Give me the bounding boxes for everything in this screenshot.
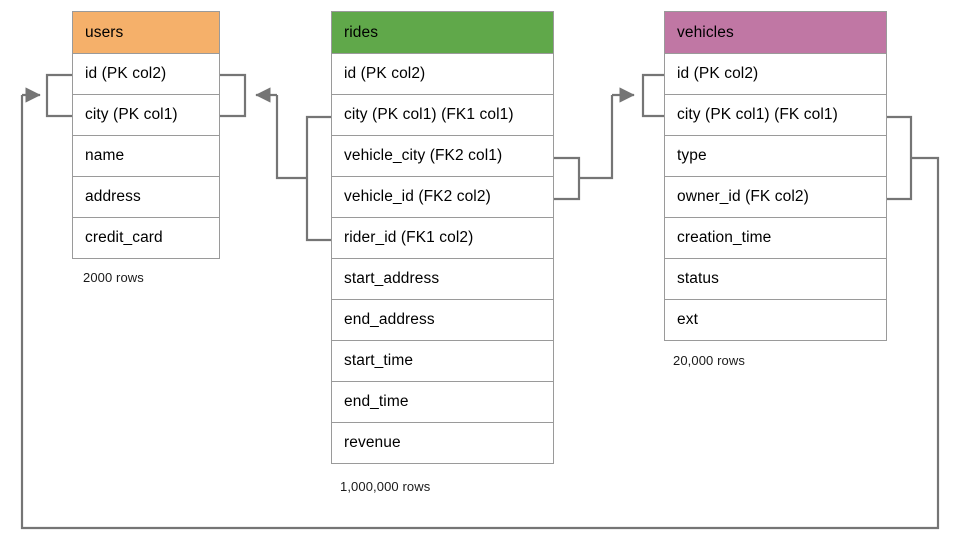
field-label: city (PK col1) — [85, 106, 178, 123]
connector-rides-vehicles-source-bracket — [554, 156, 581, 201]
table-header-rides: rides — [331, 11, 554, 54]
connector-vehicles-users-source-bracket — [887, 115, 913, 201]
connector-rides-users-source-bracket — [305, 115, 331, 242]
entity-table-vehicles[interactable]: vehicles id (PK col2) city (PK col1) (FK… — [664, 11, 887, 341]
connector-rides-vehicles-target-bracket — [641, 73, 664, 118]
field-label: revenue — [344, 434, 401, 451]
field-label: end_time — [344, 393, 409, 410]
field-rides-end-address[interactable]: end_address — [331, 300, 554, 341]
field-label: id (PK col2) — [344, 65, 426, 82]
connector-rides-vehicles-trunk — [579, 95, 614, 180]
field-label: id (PK col2) — [85, 65, 167, 82]
table-header-users: users — [72, 11, 220, 54]
field-users-city[interactable]: city (PK col1) — [72, 95, 220, 136]
table-title-rides: rides — [344, 23, 379, 41]
field-users-id[interactable]: id (PK col2) — [72, 54, 220, 95]
connector-vehicles-users-target-bracket — [45, 73, 72, 118]
table-title-users: users — [85, 23, 124, 41]
field-rides-vehicle-city[interactable]: vehicle_city (FK2 col1) — [331, 136, 554, 177]
entity-table-users[interactable]: users id (PK col2) city (PK col1) name a… — [72, 11, 220, 259]
field-label: type — [677, 147, 707, 164]
field-label: vehicle_id (FK2 col2) — [344, 188, 491, 205]
field-users-credit-card[interactable]: credit_card — [72, 218, 220, 259]
field-rides-id[interactable]: id (PK col2) — [331, 54, 554, 95]
field-vehicles-owner-id[interactable]: owner_id (FK col2) — [664, 177, 887, 218]
row-count-vehicles: 20,000 rows — [673, 353, 745, 368]
row-count-users: 2000 rows — [83, 270, 144, 285]
connector-rides-users-trunk — [275, 95, 307, 180]
field-vehicles-creation-time[interactable]: creation_time — [664, 218, 887, 259]
field-users-address[interactable]: address — [72, 177, 220, 218]
field-label: owner_id (FK col2) — [677, 188, 809, 205]
table-header-vehicles: vehicles — [664, 11, 887, 54]
field-label: id (PK col2) — [677, 65, 759, 82]
field-rides-rider-id[interactable]: rider_id (FK1 col2) — [331, 218, 554, 259]
field-label: start_time — [344, 352, 414, 369]
field-rides-end-time[interactable]: end_time — [331, 382, 554, 423]
field-vehicles-id[interactable]: id (PK col2) — [664, 54, 887, 95]
field-label: credit_card — [85, 229, 163, 246]
field-vehicles-city[interactable]: city (PK col1) (FK col1) — [664, 95, 887, 136]
field-label: ext — [677, 311, 698, 328]
field-label: city (PK col1) (FK col1) — [677, 106, 838, 123]
field-label: end_address — [344, 311, 435, 328]
entity-table-rides[interactable]: rides id (PK col2) city (PK col1) (FK1 c… — [331, 11, 554, 464]
field-vehicles-type[interactable]: type — [664, 136, 887, 177]
field-label: city (PK col1) (FK1 col1) — [344, 106, 514, 123]
field-rides-city[interactable]: city (PK col1) (FK1 col1) — [331, 95, 554, 136]
field-rides-start-time[interactable]: start_time — [331, 341, 554, 382]
field-label: rider_id (FK1 col2) — [344, 229, 474, 246]
field-label: creation_time — [677, 229, 772, 246]
field-label: name — [85, 147, 125, 164]
connector-rides-to-users — [220, 73, 331, 242]
row-count-rides: 1,000,000 rows — [340, 479, 431, 494]
field-rides-start-address[interactable]: start_address — [331, 259, 554, 300]
field-vehicles-status[interactable]: status — [664, 259, 887, 300]
connector-rides-to-vehicles — [554, 73, 664, 201]
field-users-name[interactable]: name — [72, 136, 220, 177]
field-vehicles-ext[interactable]: ext — [664, 300, 887, 341]
field-label: vehicle_city (FK2 col1) — [344, 147, 503, 164]
field-label: start_address — [344, 270, 440, 287]
table-title-vehicles: vehicles — [677, 23, 734, 41]
field-label: status — [677, 270, 719, 287]
field-rides-revenue[interactable]: revenue — [331, 423, 554, 464]
connector-rides-users-target-bracket — [220, 73, 247, 118]
field-label: address — [85, 188, 141, 205]
field-rides-vehicle-id[interactable]: vehicle_id (FK2 col2) — [331, 177, 554, 218]
